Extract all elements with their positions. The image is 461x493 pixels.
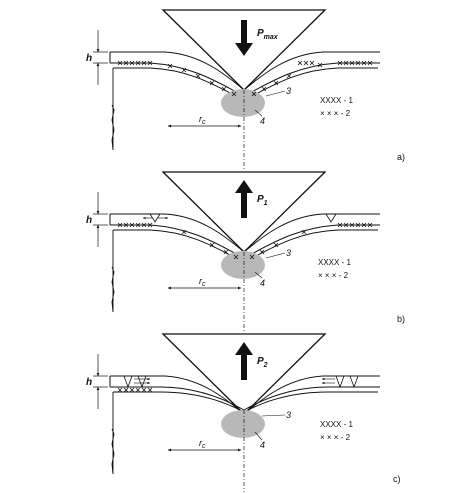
panel-label: c) (393, 474, 401, 484)
thickness-label: h (86, 215, 92, 226)
legend-entry-1: XXXX - 1 (320, 96, 353, 105)
surface-cracks (142, 213, 337, 223)
thickness-dimension (93, 30, 108, 85)
thickness-label: h (86, 53, 92, 64)
crack-markers-type1 (117, 387, 153, 393)
label-3: 3 (286, 410, 291, 420)
force-label: Pmax (257, 28, 279, 41)
plastic-zone (221, 410, 265, 438)
panel-b: P1 (86, 171, 405, 332)
panel-c: P2 h (86, 333, 401, 492)
thickness-label: h (86, 377, 92, 388)
label-3: 3 (286, 86, 291, 96)
panel-label: b) (397, 314, 405, 324)
panel-label: a) (397, 152, 405, 162)
radius-label: rc (199, 114, 206, 126)
thickness-dimension (93, 354, 108, 409)
legend-entry-1: XXXX - 1 (318, 258, 351, 267)
force-label: P2 (257, 356, 268, 369)
force-arrow-up (235, 180, 253, 218)
radius-label: rc (199, 438, 206, 450)
label-4: 4 (260, 116, 265, 126)
plastic-zone (221, 251, 265, 279)
label-4: 4 (260, 440, 265, 450)
radius-label: rc (199, 276, 206, 288)
legend-entry-1: XXXX - 1 (320, 420, 353, 429)
panel-a: Pmax (86, 9, 405, 170)
legend-entry-2: × × × - 2 (320, 433, 351, 442)
legend-entry-2: × × × - 2 (318, 271, 349, 280)
force-arrow-down (235, 20, 253, 56)
force-arrow-up (235, 342, 253, 380)
label-3: 3 (286, 248, 291, 258)
thickness-dimension (93, 192, 108, 247)
legend-entry-2: × × × - 2 (320, 109, 351, 118)
label-4: 4 (260, 278, 265, 288)
surface-cracks (123, 375, 359, 389)
force-label: P1 (257, 194, 268, 207)
